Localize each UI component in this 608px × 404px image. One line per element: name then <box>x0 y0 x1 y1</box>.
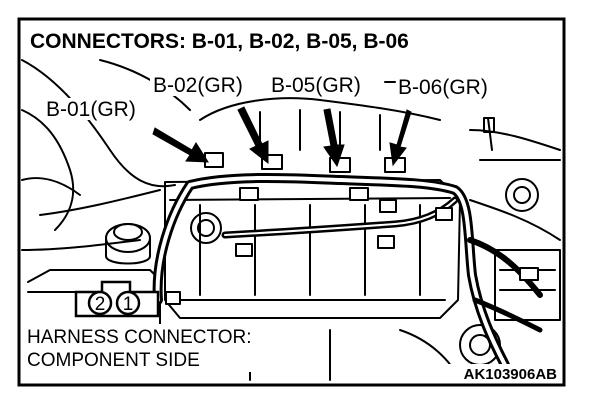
arrow-b05 <box>323 108 345 168</box>
harness-connector-symbol: 2 1 <box>74 280 160 318</box>
figure-code: AK103906AB <box>464 366 558 383</box>
pin-2-circle <box>87 290 113 316</box>
diagram-title: CONNECTORS: B-01, B-02, B-05, B-06 <box>30 30 409 53</box>
label-b02: B-02(GR) <box>153 74 243 97</box>
arrow-b01 <box>152 127 209 163</box>
connector-blocks <box>165 152 539 305</box>
label-b06: B-06(GR) <box>398 76 488 99</box>
pin-2-label: 2 <box>95 294 106 315</box>
pin-1-label: 1 <box>123 294 134 315</box>
harness-note-line1: HARNESS CONNECTOR: <box>27 327 252 348</box>
harness-note-line2: COMPONENT SIDE <box>27 350 200 371</box>
pin-1-circle <box>115 290 141 316</box>
arrow-b02 <box>237 106 269 165</box>
label-b05: B-05(GR) <box>271 74 361 97</box>
connector-pointer-arrows <box>152 81 412 168</box>
arrow-b06 <box>389 109 412 167</box>
label-b01: B-01(GR) <box>46 98 136 121</box>
